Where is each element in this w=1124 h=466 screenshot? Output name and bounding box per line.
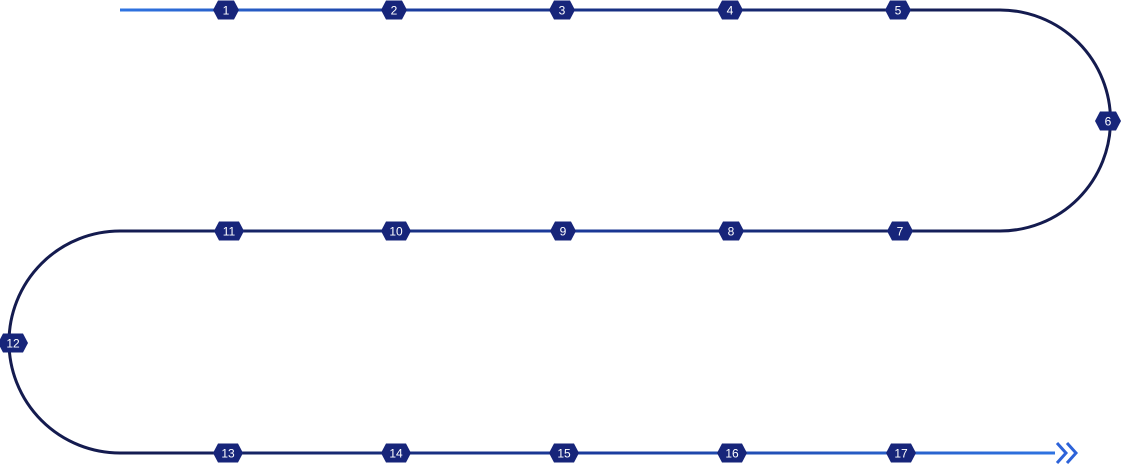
node-label: 13	[221, 447, 235, 461]
node-label: 8	[728, 225, 735, 239]
node-badge	[213, 443, 243, 463]
track-curve-right	[999, 8, 1112, 233]
timeline-node-1: 1	[213, 0, 239, 20]
node-label: 9	[560, 225, 567, 239]
node-label: 7	[897, 225, 904, 239]
timeline-node-16: 16	[717, 443, 747, 463]
node-label: 6	[1105, 115, 1112, 129]
timeline-node-12: 12	[0, 333, 28, 353]
node-badge	[1095, 111, 1121, 131]
node-label: 12	[6, 337, 20, 351]
node-label: 3	[559, 4, 566, 18]
timeline-node-10: 10	[381, 221, 411, 241]
timeline-node-13: 13	[213, 443, 243, 463]
node-badge	[885, 0, 911, 20]
timeline-node-5: 5	[885, 0, 911, 20]
node-label: 11	[223, 225, 236, 239]
timeline-node-4: 4	[717, 0, 743, 20]
node-label: 17	[894, 447, 908, 461]
node-badge	[381, 221, 411, 241]
node-badge	[550, 221, 576, 241]
node-badge	[214, 221, 244, 241]
node-badge	[213, 0, 239, 20]
timeline-node-11: 11	[214, 221, 244, 241]
node-badge	[718, 221, 744, 241]
node-label: 4	[727, 4, 734, 18]
timeline-node-3: 3	[549, 0, 575, 20]
timeline-node-2: 2	[381, 0, 407, 20]
node-badge	[549, 443, 579, 463]
timeline-node-6: 6	[1095, 111, 1121, 131]
node-label: 15	[557, 447, 571, 461]
timeline-node-17: 17	[886, 443, 916, 463]
node-badge	[886, 443, 916, 463]
node-label: 10	[389, 225, 403, 239]
node-label: 1	[223, 4, 230, 18]
node-badge	[381, 0, 407, 20]
node-label: 14	[389, 447, 403, 461]
timeline-node-8: 8	[718, 221, 744, 241]
node-badge	[717, 443, 747, 463]
timeline-node-15: 15	[549, 443, 579, 463]
node-badge	[717, 0, 743, 20]
timeline-node-9: 9	[550, 221, 576, 241]
timeline-node-7: 7	[887, 221, 913, 241]
node-label: 16	[725, 447, 739, 461]
node-label: 5	[895, 4, 902, 18]
node-badge	[0, 333, 28, 353]
node-badge	[381, 443, 411, 463]
timeline-node-14: 14	[381, 443, 411, 463]
double-chevron-right-icon	[1055, 441, 1079, 465]
node-badge	[887, 221, 913, 241]
node-label: 2	[391, 4, 398, 18]
node-badge	[549, 0, 575, 20]
